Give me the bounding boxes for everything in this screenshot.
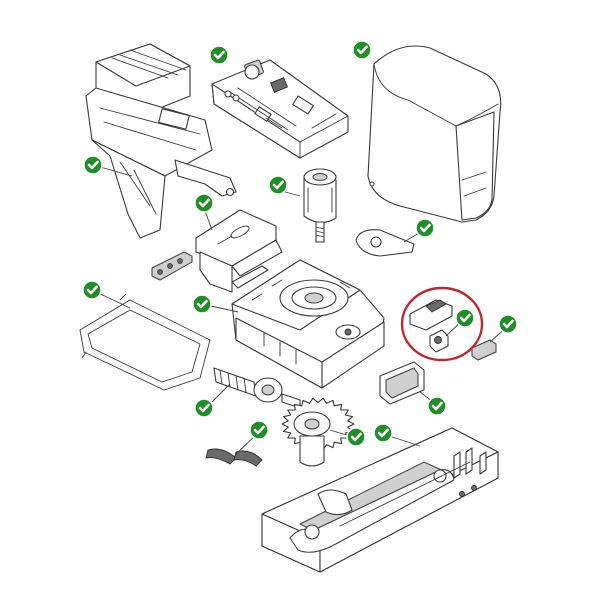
- outer-cover-part[interactable]: [367, 45, 502, 223]
- check-badge-bracket: [194, 193, 214, 213]
- highlight-circle: [400, 286, 484, 362]
- drive-gear-part[interactable]: [281, 397, 355, 467]
- check-badge-motor: [268, 175, 288, 195]
- circuit-board-part[interactable]: [211, 59, 349, 159]
- check-badge-plate: [427, 396, 447, 416]
- motor-bracket-part[interactable]: [195, 209, 283, 293]
- check-badge-pads: [249, 420, 269, 440]
- access-cover-part[interactable]: [379, 361, 425, 405]
- check-badge-cam: [415, 218, 435, 238]
- check-badge-sensor: [455, 308, 475, 328]
- motor-part[interactable]: [303, 168, 337, 243]
- check-badge-housing: [83, 155, 103, 175]
- check-badge-cap: [498, 314, 518, 334]
- control-housing-part[interactable]: [85, 43, 237, 239]
- check-badge-board: [209, 45, 229, 65]
- check-badge-gearbox: [192, 294, 212, 314]
- check-badge-gasket: [82, 280, 102, 300]
- gearbox-housing-part[interactable]: [231, 259, 385, 389]
- base-plate-part[interactable]: [261, 427, 499, 573]
- highlighted-sensor-part[interactable]: [409, 299, 497, 361]
- check-badge-gear: [346, 427, 366, 447]
- check-badge-base: [373, 423, 393, 443]
- gasket-part[interactable]: [79, 293, 211, 391]
- limit-switch-part[interactable]: [151, 251, 193, 281]
- check-badge-cover: [352, 40, 372, 60]
- release-cam-part[interactable]: [355, 229, 415, 257]
- drive-shaft-part[interactable]: [213, 367, 301, 409]
- check-badge-shaft: [194, 398, 214, 418]
- rubber-pads-part[interactable]: [205, 448, 263, 467]
